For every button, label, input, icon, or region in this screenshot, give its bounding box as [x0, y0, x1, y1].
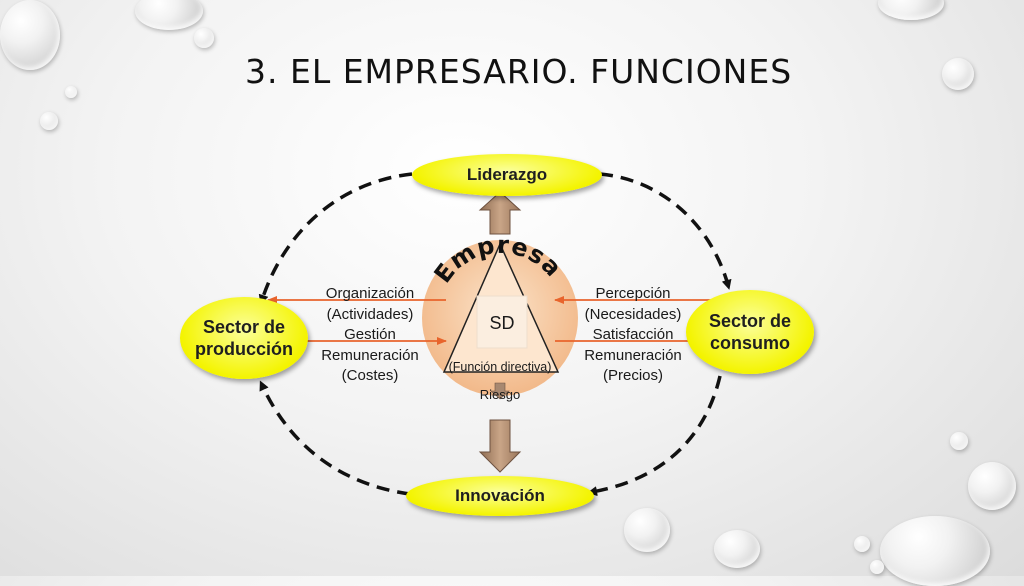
- dashed-arrow-top-right: [599, 172, 732, 290]
- block-arrow-up: [478, 191, 522, 235]
- water-drop: [40, 112, 58, 130]
- left-flow-label: Remuneración: [321, 346, 419, 364]
- slide-title: 3. EL EMPRESARIO. FUNCIONES: [245, 52, 793, 91]
- left-flow-label: (Costes): [341, 367, 399, 384]
- liderazgo-label: Liderazgo: [466, 165, 548, 184]
- water-drop: [950, 432, 968, 450]
- dashed-arrow-bottom-left: [259, 380, 411, 496]
- water-drop: [624, 508, 670, 552]
- block-arrow-down: [478, 419, 522, 473]
- sector-produccion-line1: Sector de: [202, 317, 286, 337]
- riesgo-label: Riesgo: [479, 387, 521, 402]
- left-flow-label: Gestión: [344, 326, 396, 343]
- funcion-directiva-label: (Función directiva): [448, 360, 552, 374]
- sector-produccion-line2: producción: [195, 339, 293, 359]
- right-flow-labels: Percepción (Necesidades) Satisfacción Re…: [566, 284, 700, 387]
- right-flow-label: Remuneración: [584, 346, 682, 364]
- water-drop: [854, 536, 870, 552]
- dashed-arrow-right-bottom: [587, 375, 722, 497]
- water-drop: [880, 516, 990, 586]
- left-flow-labels: Organización (Actividades) Gestión Remun…: [300, 284, 440, 387]
- liderazgo-oval: Liderazgo: [412, 154, 602, 196]
- small-arrow-down: [490, 382, 510, 400]
- water-drop: [878, 0, 944, 20]
- right-flow-label: Satisfacción: [592, 326, 674, 343]
- right-flow-label: (Necesidades): [584, 305, 682, 323]
- sector-consumo-line1: Sector de: [708, 311, 792, 331]
- water-drop: [194, 28, 214, 48]
- water-drop: [870, 560, 884, 574]
- dashed-arrow-top-left: [258, 172, 413, 305]
- sd-label: SD: [489, 313, 515, 333]
- right-flow-label: (Precios): [602, 367, 663, 384]
- innovacion-label: Innovación: [455, 486, 545, 505]
- sector-produccion-oval: Sector de producción: [180, 297, 308, 379]
- right-flow-label: Percepción: [595, 285, 671, 302]
- water-drop: [0, 0, 60, 70]
- innovacion-oval: Innovación: [406, 476, 594, 516]
- water-drop: [714, 530, 760, 568]
- sector-consumo-line2: consumo: [709, 333, 790, 353]
- left-flow-label: (Actividades): [326, 305, 414, 323]
- sector-consumo-oval: Sector de consumo: [686, 290, 814, 374]
- water-drop: [942, 58, 974, 90]
- water-drop: [135, 0, 203, 30]
- water-drop: [968, 462, 1016, 510]
- water-drop: [65, 86, 77, 98]
- left-flow-label: Organización: [325, 285, 415, 302]
- sd-box: [476, 295, 528, 349]
